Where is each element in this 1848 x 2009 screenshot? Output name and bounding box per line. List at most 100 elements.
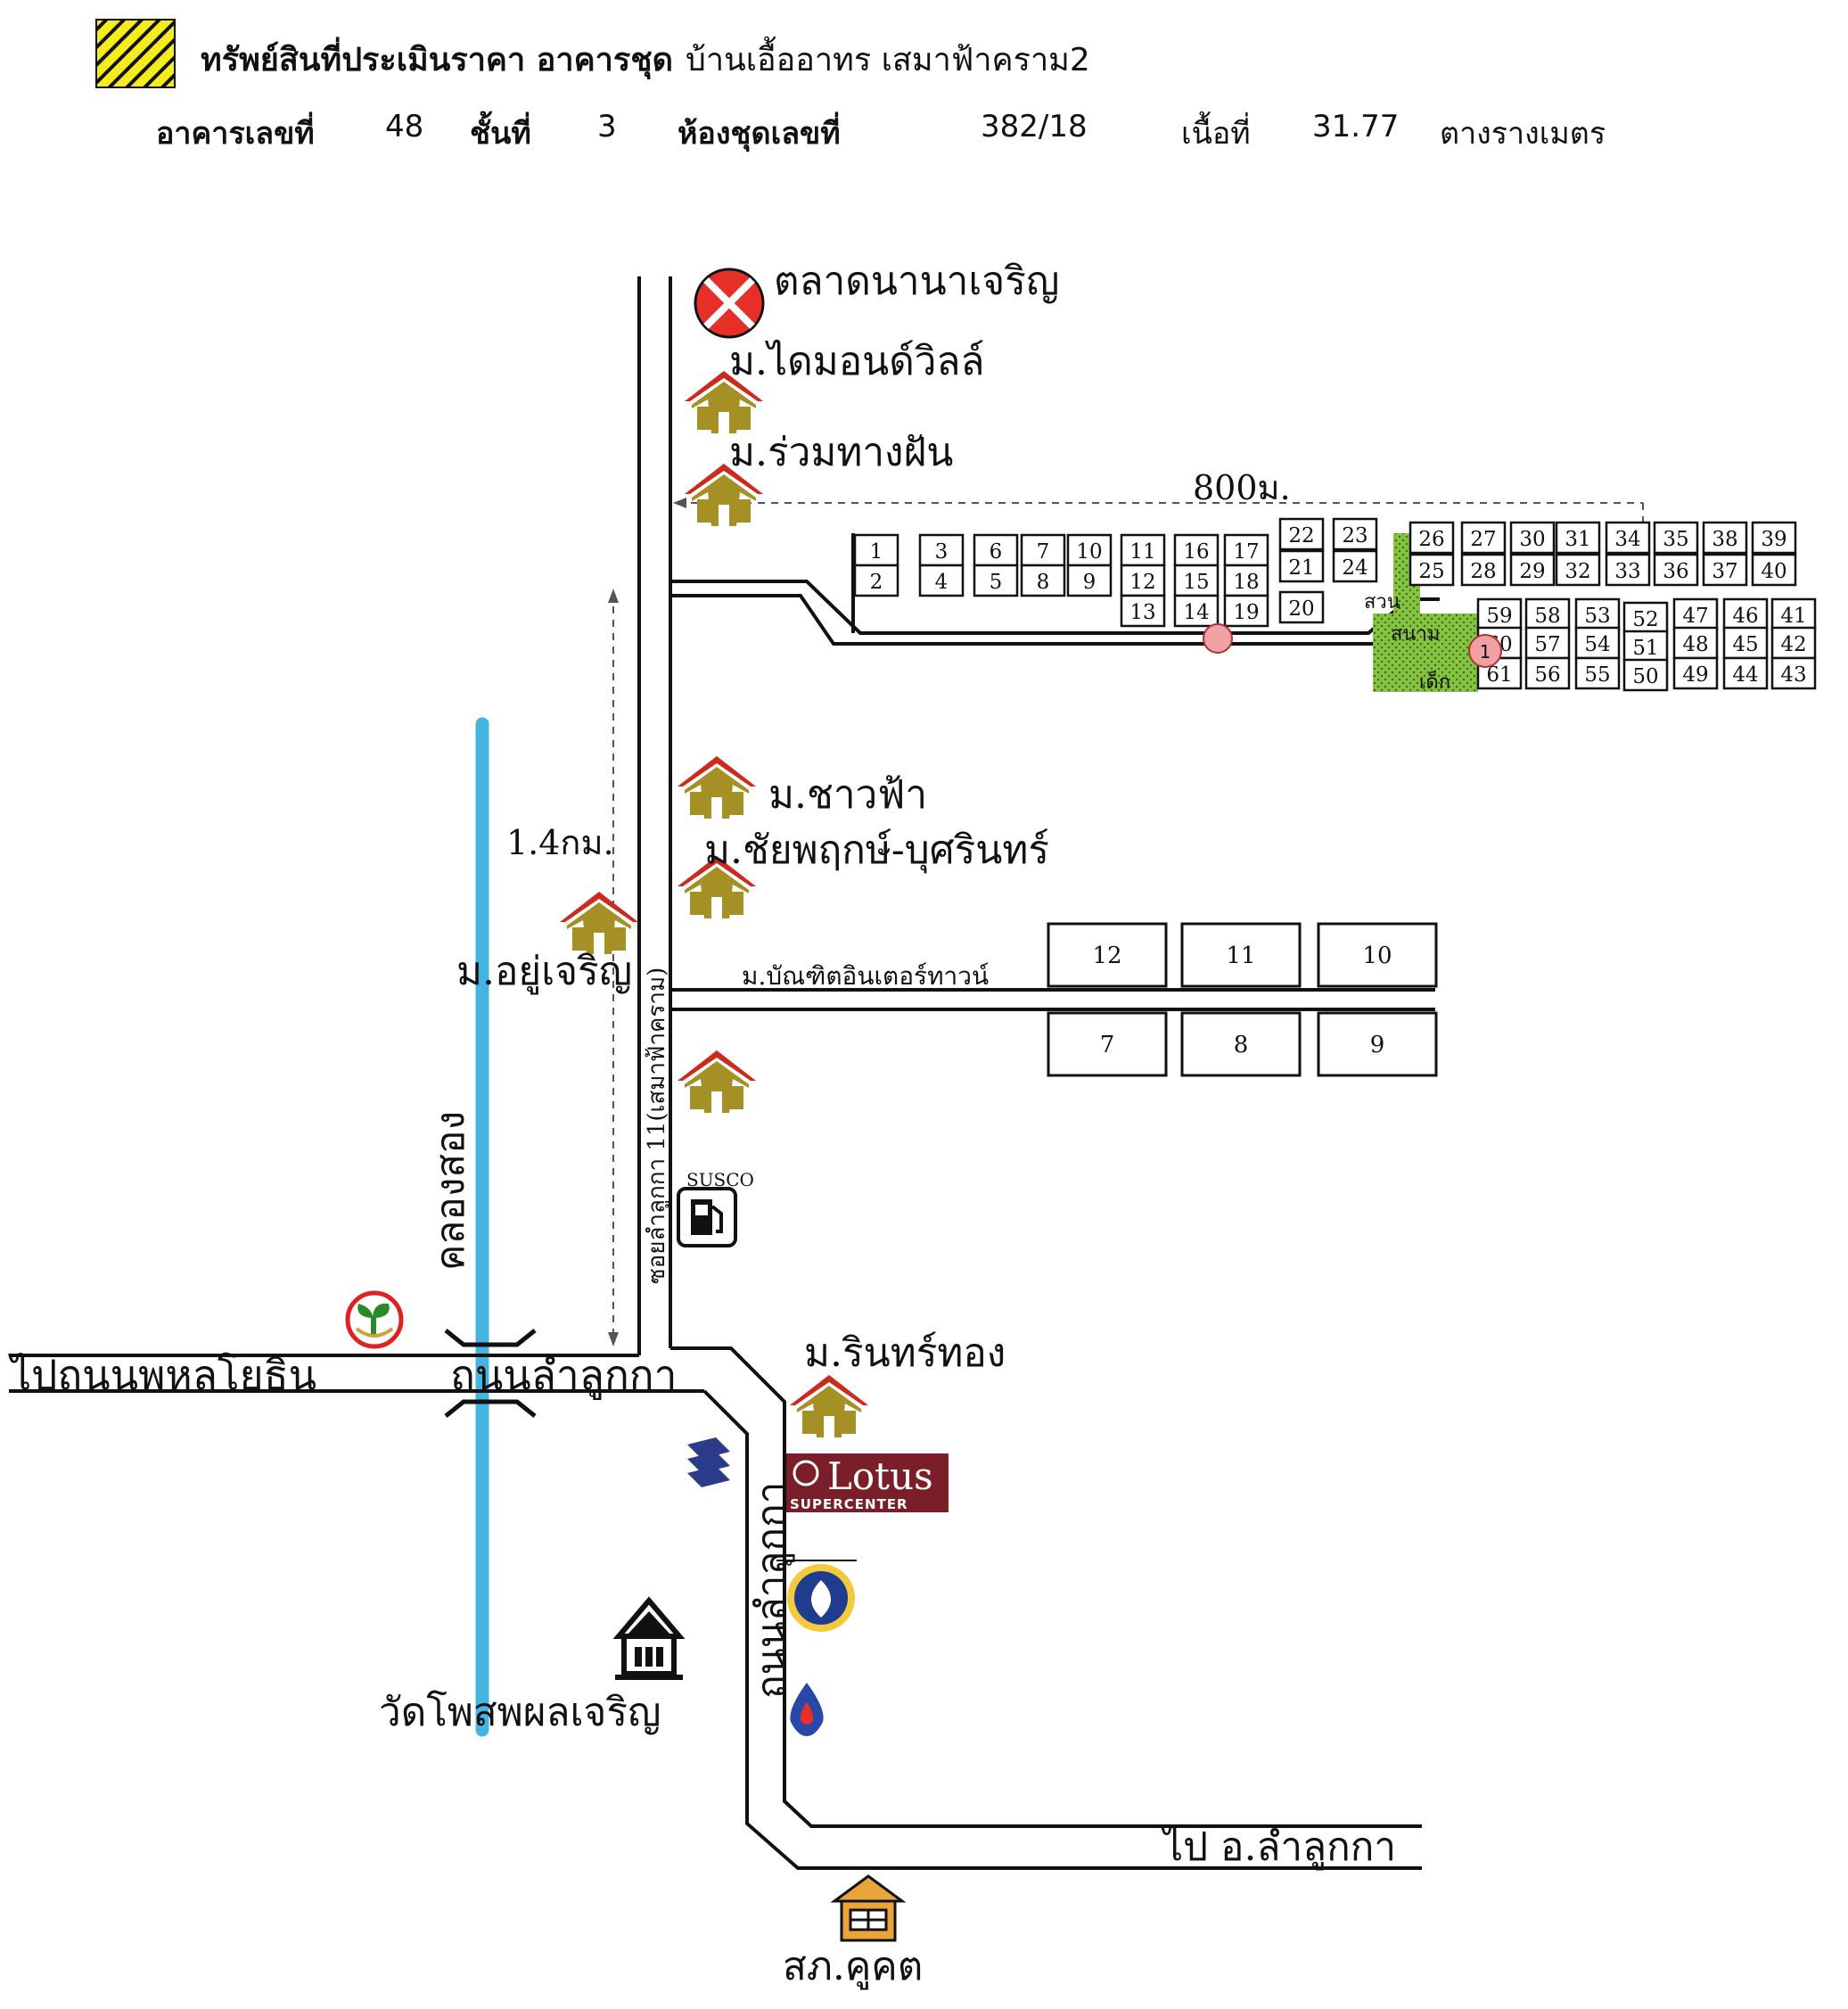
bandit-plot-number: 9 bbox=[1370, 1032, 1385, 1058]
label-soi-lamlukka-11: ซอยลำลูกกา 11(เสมาฟ้าคราม) bbox=[644, 967, 670, 1284]
lamlukka-road bbox=[9, 1346, 1422, 1870]
plot bbox=[1223, 564, 1269, 597]
plot bbox=[1509, 553, 1556, 587]
legend-hatch-swatch bbox=[95, 19, 176, 88]
plot-number: 32 bbox=[1565, 560, 1590, 583]
title-bold: ทรัพย์สินที่ประเมินราคา อาคารชุด bbox=[201, 42, 674, 78]
bandit-road bbox=[670, 988, 1435, 1011]
plot bbox=[1555, 553, 1601, 587]
bandit-plot bbox=[1047, 1011, 1168, 1077]
plot bbox=[1120, 533, 1166, 567]
plot bbox=[1524, 597, 1571, 631]
plot-number: 31 bbox=[1565, 528, 1590, 551]
plot-number: 56 bbox=[1534, 663, 1560, 687]
plot bbox=[1722, 597, 1769, 631]
plot-number: 33 bbox=[1614, 560, 1640, 583]
label-susco: SUSCO bbox=[686, 1169, 754, 1190]
label-lamlukka-road-vertical: ถนนลำลูกกา bbox=[749, 1482, 795, 1699]
plot bbox=[1770, 626, 1817, 660]
market-icon bbox=[694, 268, 765, 339]
lotus-logo: Lotus SUPERCENTER bbox=[786, 1453, 949, 1512]
floor-label: ชั้นที่ bbox=[470, 116, 531, 152]
plot bbox=[1066, 564, 1113, 597]
plot bbox=[1653, 521, 1699, 555]
plot bbox=[1332, 549, 1378, 583]
plot-number: 39 bbox=[1761, 528, 1786, 551]
plot-number: 14 bbox=[1183, 601, 1209, 624]
plot-number: 26 bbox=[1418, 528, 1444, 551]
plot-number: 52 bbox=[1632, 608, 1658, 631]
village-icon-yoocharoen bbox=[560, 892, 638, 954]
plot bbox=[918, 533, 965, 567]
plot bbox=[1770, 656, 1817, 690]
plot bbox=[1574, 597, 1621, 631]
label-distance-800m: 800ม. bbox=[1193, 468, 1291, 507]
plot-number: 18 bbox=[1233, 571, 1259, 594]
plot bbox=[1460, 553, 1507, 587]
plot bbox=[1605, 553, 1651, 587]
area-unit: ตางรางเมตร bbox=[1440, 116, 1606, 152]
lotus-subtext: SUPERCENTER bbox=[790, 1496, 908, 1512]
plot-number: 38 bbox=[1712, 528, 1737, 551]
temple-icon bbox=[612, 1596, 686, 1680]
label-to-amphoe-lamlukka: ไป อ.ลำลูกกา bbox=[1161, 1824, 1396, 1871]
label-lamlukka-road: ถนนลำลูกกา bbox=[450, 1351, 677, 1400]
bandit-plot-number: 10 bbox=[1362, 943, 1392, 969]
plot bbox=[1605, 521, 1651, 555]
plot bbox=[1524, 656, 1571, 690]
plot-number: 28 bbox=[1470, 560, 1496, 583]
plot bbox=[1278, 517, 1325, 551]
label-market: ตลาดนานาเจริญ bbox=[774, 259, 1059, 304]
label-diamond-ville: ม.ไดมอนด์วิลล์ bbox=[729, 339, 984, 384]
plot-number: 36 bbox=[1663, 560, 1688, 583]
area-value: 31.77 bbox=[1312, 109, 1400, 144]
bandit-plot-number: 12 bbox=[1092, 943, 1121, 969]
plot-number: 27 bbox=[1470, 528, 1496, 551]
lotus-text: Lotus bbox=[827, 1454, 933, 1498]
navy-bank-icon bbox=[687, 1437, 730, 1487]
plot-number: 23 bbox=[1342, 524, 1368, 548]
plot bbox=[1555, 521, 1601, 555]
plot-number: 47 bbox=[1682, 605, 1708, 628]
plot-number: 50 bbox=[1632, 665, 1658, 688]
plot bbox=[1066, 533, 1113, 567]
plot bbox=[1702, 521, 1748, 555]
plot bbox=[1020, 533, 1066, 567]
village-icon-soi bbox=[678, 1050, 756, 1113]
plot bbox=[1409, 553, 1455, 587]
label-police-khukhot: สภ.คูคต bbox=[783, 1944, 923, 1990]
plot-number: 10 bbox=[1076, 540, 1102, 564]
park-label: เด็ก bbox=[1419, 669, 1450, 694]
police-station-icon bbox=[830, 1874, 907, 1942]
bandit-plot-number: 8 bbox=[1234, 1032, 1249, 1058]
plot bbox=[1524, 626, 1571, 660]
area-label: เนื้อที่ bbox=[1181, 116, 1251, 152]
plot bbox=[1223, 533, 1269, 567]
plot-number: 46 bbox=[1732, 605, 1758, 628]
plot bbox=[1702, 553, 1748, 587]
bandit-plot-number: 7 bbox=[1100, 1032, 1115, 1058]
plot-number: 4 bbox=[935, 571, 949, 594]
gate-number: 1 bbox=[1480, 641, 1491, 663]
plot-number: 17 bbox=[1233, 540, 1259, 564]
plot-number: 20 bbox=[1288, 597, 1314, 621]
plot-number: 61 bbox=[1486, 663, 1512, 687]
label-bandit-intertown: ม.บัณฑิตอินเตอร์ทาวน์ bbox=[742, 961, 989, 991]
bridge-icon bbox=[444, 1329, 537, 1418]
plot bbox=[1460, 521, 1507, 555]
plot-number: 8 bbox=[1037, 571, 1050, 594]
plot-number: 37 bbox=[1712, 560, 1737, 583]
label-distance-1-4km: 1.4กม. bbox=[506, 823, 614, 862]
label-chaiyaphruk: ม.ชัยพฤกษ์-บุศรินทร์ bbox=[704, 827, 1049, 874]
plot bbox=[1476, 597, 1523, 631]
unit-number: 382/18 bbox=[981, 109, 1088, 144]
plot bbox=[973, 533, 1019, 567]
label-chaofa: ม.ชาวฟ้า bbox=[768, 772, 927, 818]
park-label: สนาม bbox=[1391, 623, 1440, 646]
plot-number: 1 bbox=[870, 540, 883, 564]
plot bbox=[1223, 594, 1269, 628]
plot-number: 7 bbox=[1037, 540, 1050, 564]
page-title: ทรัพย์สินที่ประเมินราคา อาคารชุดบ้านเอื้… bbox=[201, 34, 1090, 85]
plot-number: 12 bbox=[1129, 571, 1155, 594]
